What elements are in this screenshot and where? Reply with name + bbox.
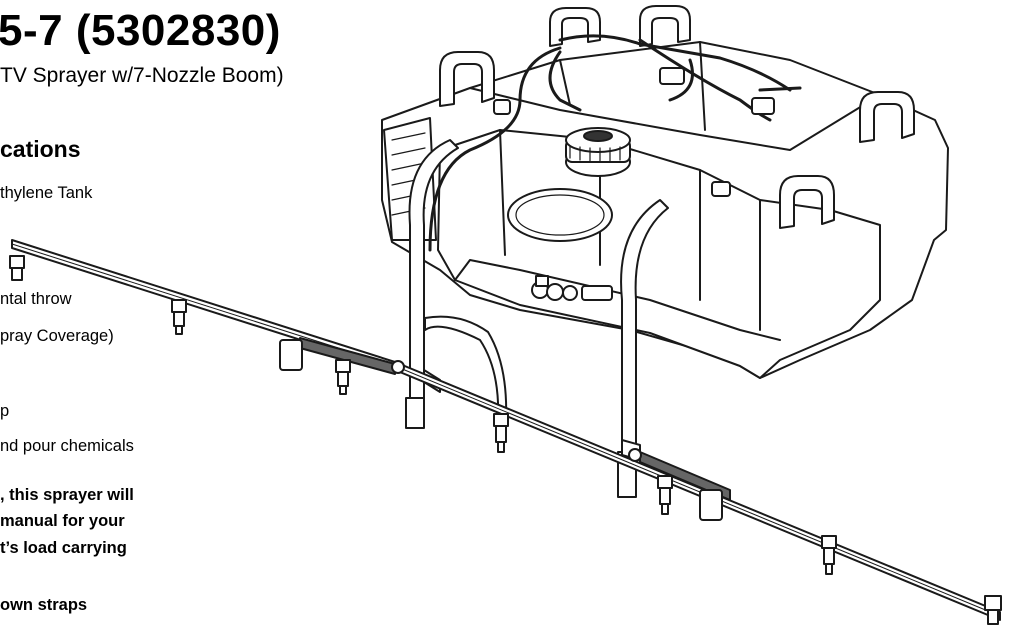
spec-line-coverage: pray Coverage) — [0, 327, 114, 345]
nozzle-4 — [493, 413, 509, 453]
spec-line-chemicals: nd pour chemicals — [0, 437, 134, 455]
spec-line-cap: p — [0, 402, 10, 420]
warning-line-3: t’s load carrying — [0, 539, 127, 557]
warning-line-4: own straps — [0, 596, 88, 614]
boom — [11, 239, 1001, 621]
product-subtitle: TV Sprayer w/7-Nozzle Boom) — [0, 64, 284, 87]
hoses — [428, 34, 802, 252]
pump-fittings — [531, 275, 613, 301]
product-title: 5-7 (5302830) — [0, 6, 281, 55]
specifications-heading: cations — [0, 136, 81, 162]
nozzle-2 — [171, 299, 187, 335]
nozzle-7 — [984, 595, 1002, 625]
nozzle-3 — [335, 359, 351, 395]
spec-line-throw: ntal throw — [0, 290, 72, 308]
nozzles — [9, 255, 1002, 625]
nozzle-5 — [657, 475, 673, 515]
nozzle-1 — [9, 255, 25, 281]
spec-line-tank: thylene Tank — [0, 184, 93, 202]
warning-line-2: manual for your — [0, 512, 125, 530]
warning-line-1: , this sprayer will — [0, 486, 134, 504]
tank-handles — [439, 5, 915, 229]
nozzle-6 — [821, 535, 837, 575]
